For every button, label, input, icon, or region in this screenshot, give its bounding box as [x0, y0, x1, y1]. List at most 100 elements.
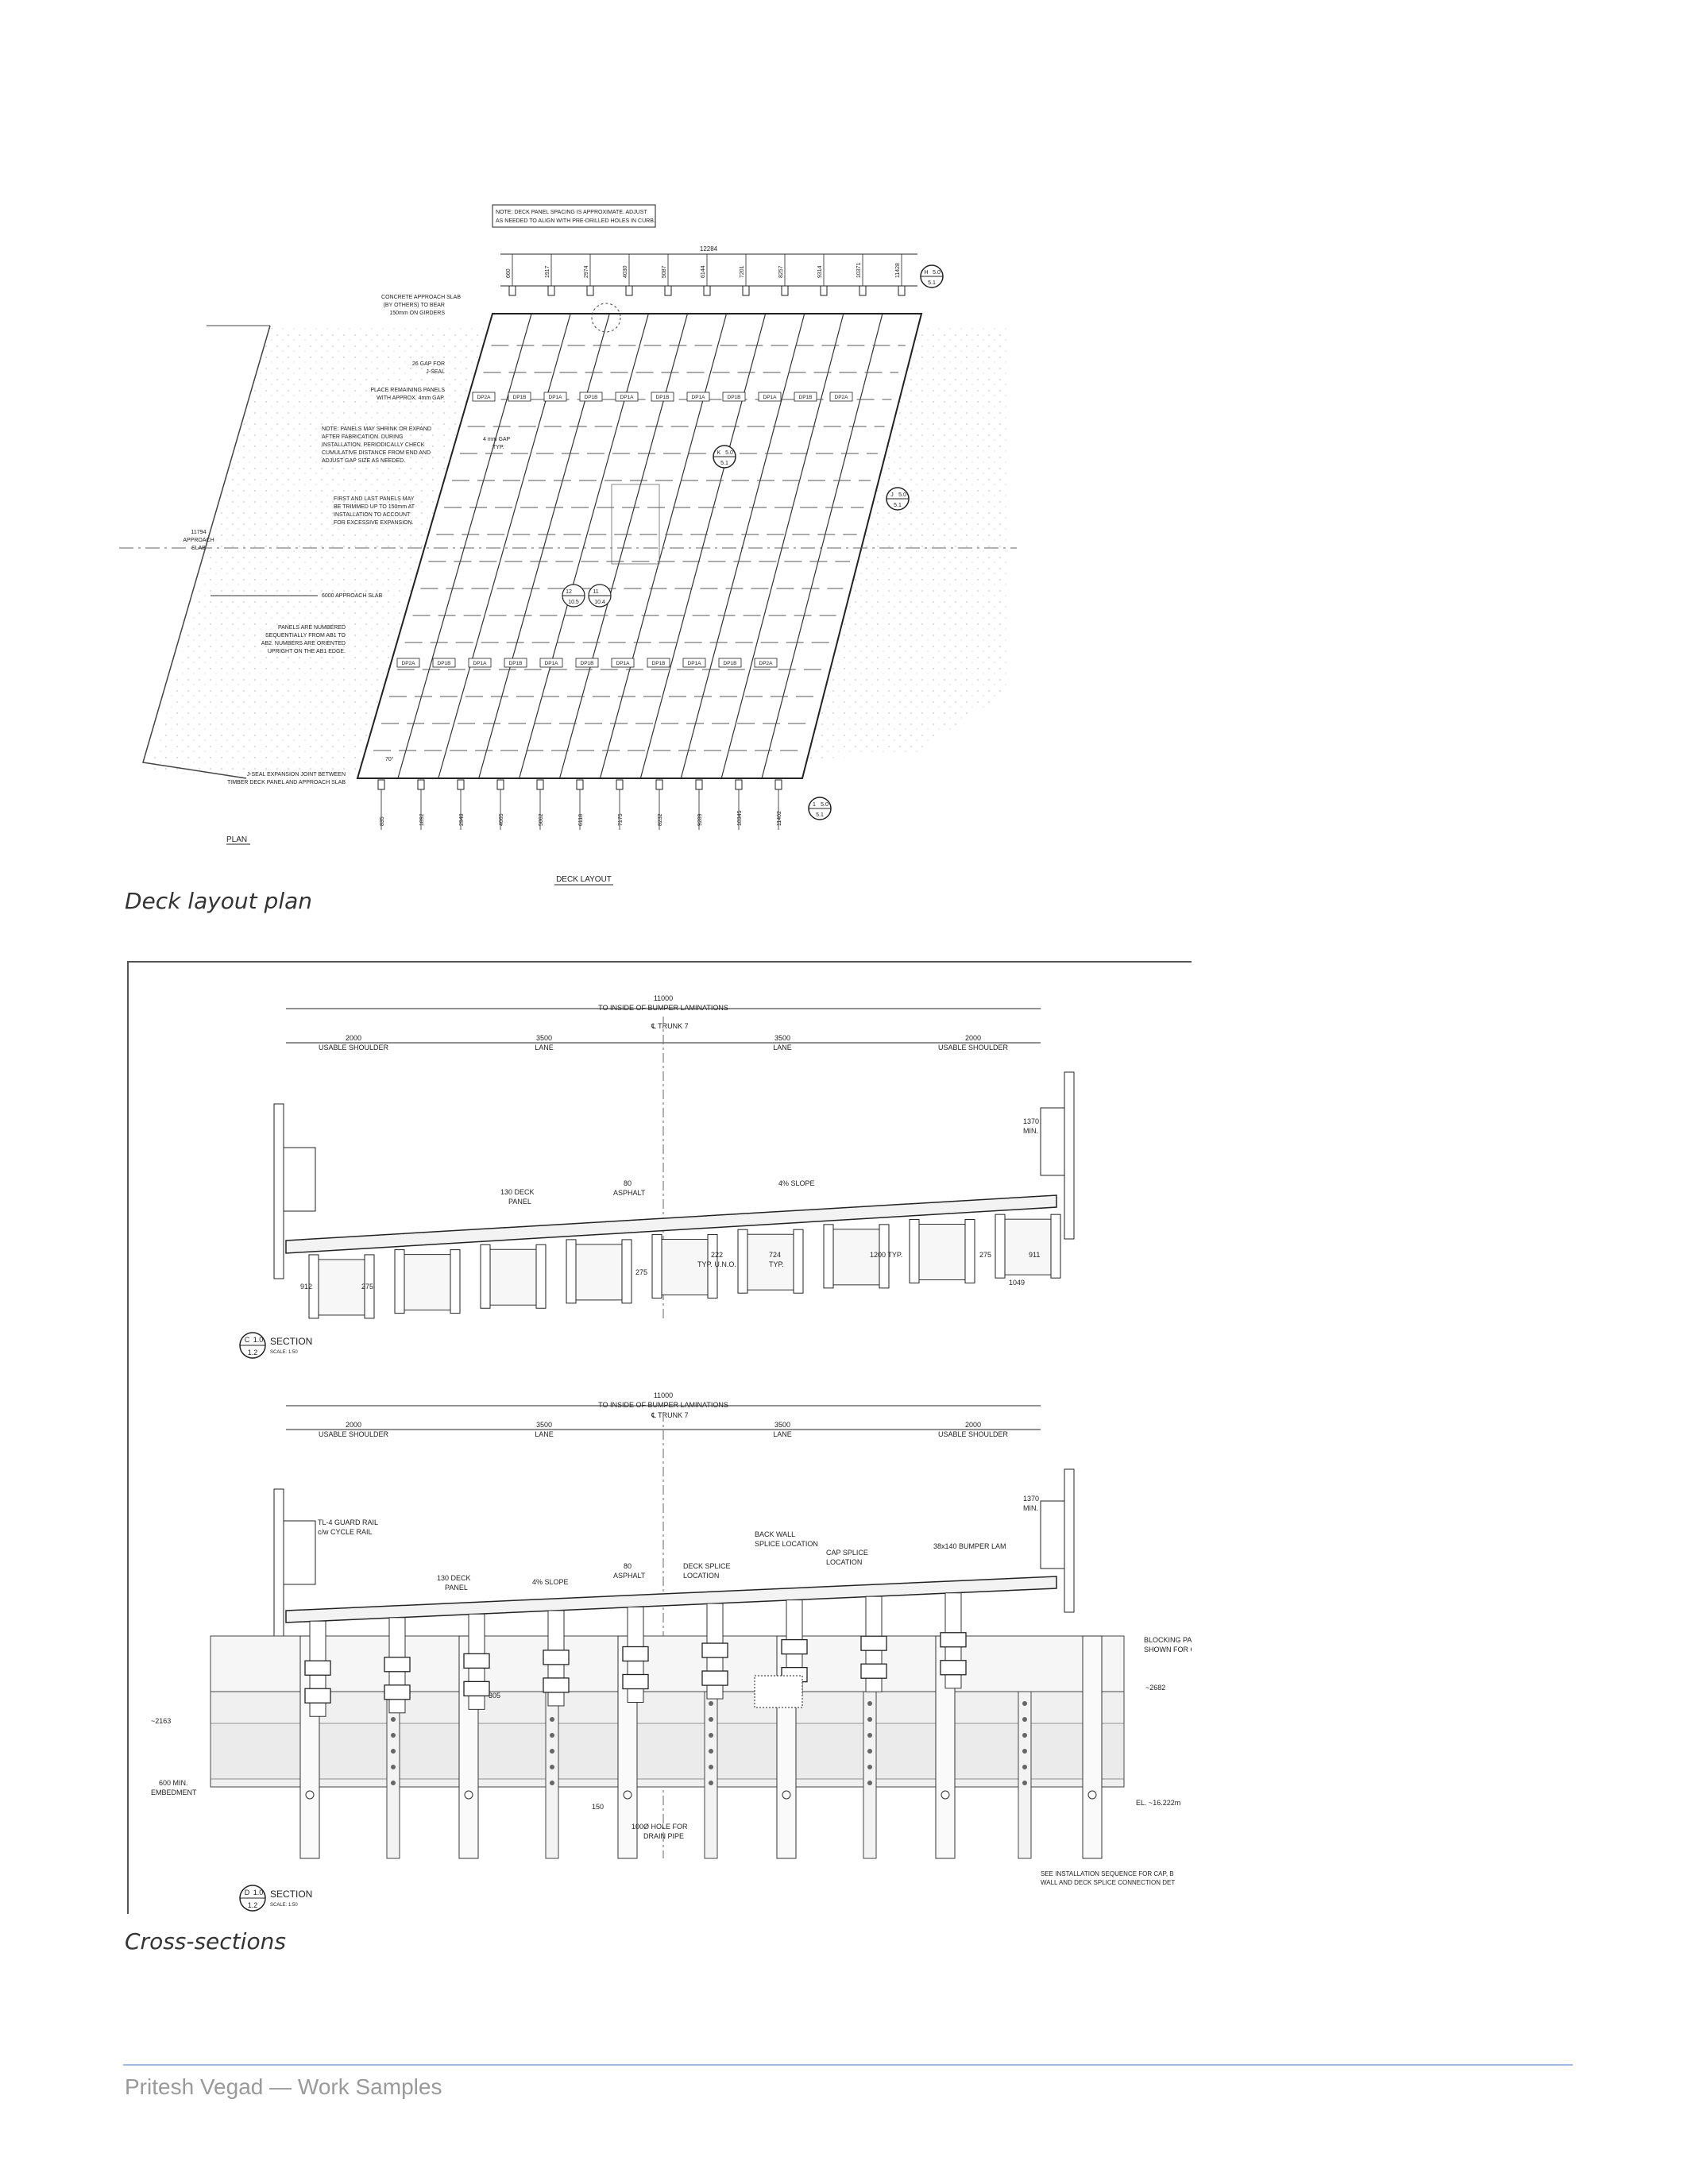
top-dimension: 5087: [662, 265, 667, 278]
note-place-2: WITH APPROX. 4mm GAP.: [377, 396, 445, 401]
note-shrink-1: NOTE: PANELS MAY SHRINK OR EXPAND: [322, 426, 431, 432]
section-c-dim-275c: 275: [979, 1251, 991, 1259]
top-dimension: 1917: [545, 265, 550, 278]
section-d-deck-label-2: PANEL: [445, 1584, 468, 1592]
left-dim-1: 11794: [191, 530, 207, 535]
bottom-dimension: 8232: [658, 813, 663, 826]
panel-tag: DP1A: [620, 395, 635, 400]
panel-tag: DP2A: [477, 395, 492, 400]
section-c-lane-dim-2: 3500: [536, 1034, 552, 1042]
section-c-overall: 11000: [654, 994, 673, 1002]
section-d-lane-label-1: USABLE SHOULDER: [319, 1430, 389, 1438]
panel-tag: DP1B: [438, 661, 451, 666]
section-d-lane-label-4: USABLE SHOULDER: [938, 1430, 1009, 1438]
note-trim-1: FIRST AND LAST PANELS MAY: [334, 496, 415, 502]
note-concrete-1: CONCRETE APPROACH SLAB: [381, 295, 461, 300]
section-d-drain: 100Ø HOLE FOR: [632, 1823, 688, 1831]
section-c-rail-min: MIN.: [1023, 1127, 1038, 1135]
section-d-asphalt-dim: 80: [624, 1562, 632, 1570]
section-c-centerline: ℄ TRUNK 7: [651, 1022, 689, 1030]
section-c-dim-typ-uno: TYP. U.N.O.: [697, 1260, 736, 1268]
approach-slab-dim: 6000 APPROACH SLAB: [322, 593, 383, 599]
svg-text:10.4: 10.4: [594, 600, 605, 605]
section-d-sheet: 1.2: [248, 1901, 258, 1909]
section-c-dim-275a: 275: [361, 1283, 373, 1291]
note-shrink-3: INSTALLATION, PERIODICALLY CHECK: [322, 442, 425, 448]
note-gap-1: 26 GAP FOR: [412, 361, 445, 367]
svg-text:5.1: 5.1: [928, 280, 936, 286]
note-trim-2: BE TRIMMED UP TO 150mm AT: [334, 504, 415, 510]
section-d-lane-dim-3: 3500: [774, 1421, 790, 1429]
section-c-dim-1049: 1049: [1009, 1279, 1025, 1287]
section-mark-k: K 5.0 5.1: [713, 445, 736, 469]
section-d-centerline: ℄ TRUNK 7: [651, 1411, 689, 1419]
panel-tag: DP1A: [692, 395, 706, 400]
left-dim-2: APPROACH: [183, 538, 214, 543]
panel-tag: DP1B: [656, 395, 670, 400]
svg-text:12: 12: [566, 589, 572, 595]
overall-dimension: 12284: [700, 245, 718, 253]
section-c-asphalt-dim: 80: [624, 1179, 632, 1187]
note-top-line-2: AS NEEDED TO ALIGN WITH PRE-DRILLED HOLE…: [496, 218, 655, 224]
svg-text:5.1: 5.1: [894, 503, 902, 508]
top-dimension: 8257: [778, 265, 784, 278]
note-gap-2: J-SEAL: [426, 369, 445, 375]
footer-divider: [123, 2064, 1573, 2066]
panel-tag: DP2A: [402, 661, 416, 666]
panel-tag: DP2A: [835, 395, 849, 400]
figure-caption-deck-layout: Deck layout plan: [125, 888, 313, 914]
section-d-embedment: 600 MIN.: [159, 1779, 188, 1787]
left-dim-3: SLAB: [191, 546, 206, 551]
panel-tag: DP1B: [513, 395, 527, 400]
section-d-dim-150: 150: [592, 1803, 604, 1811]
section-d-cap-splice-2: LOCATION: [826, 1558, 862, 1566]
bottom-dimension: 7175: [618, 813, 624, 826]
section-c-lane-label-3: LANE: [773, 1044, 792, 1051]
cross-sections-drawing: 11000 TO INSIDE OF BUMPER LAMINATIONS 20…: [127, 961, 1192, 1914]
panel-tag: DP1B: [724, 661, 737, 666]
section-c-dim-222: 222: [711, 1251, 723, 1259]
section-d-back-wall: BACK WALL: [755, 1530, 795, 1538]
panel-lines: [397, 313, 883, 779]
section-d: 11000 TO INSIDE OF BUMPER LAMINATIONS 20…: [151, 1391, 1192, 1912]
panel-tag: DP1A: [688, 661, 702, 666]
svg-text:1: 1: [813, 802, 816, 808]
bottom-dimension: 4005: [499, 813, 504, 826]
note-numbered-1: PANELS ARE NUMBERED: [278, 625, 346, 631]
svg-text:5.0: 5.0: [725, 450, 733, 456]
dashed-rows: [373, 345, 906, 751]
section-d-deck-label: 130 DECK: [437, 1574, 471, 1582]
top-dimension: 11428: [895, 263, 901, 278]
section-c-num: 1.0: [253, 1336, 264, 1344]
note-shrink-4: CUMULATIVE DISTANCE FROM END AND: [322, 450, 431, 456]
section-c-lane-label-4: USABLE SHOULDER: [938, 1044, 1009, 1051]
panel-tag: DP1B: [728, 395, 741, 400]
section-c-scale: SCALE: 1:50: [270, 1350, 298, 1355]
note-trim-4: FOR EXCESSIVE EXPANSION.: [334, 520, 414, 526]
panel-tag: DP1A: [763, 395, 778, 400]
section-d-blocking: BLOCKING PAN: [1144, 1636, 1192, 1644]
section-d-install-note: SEE INSTALLATION SEQUENCE FOR CAP, B: [1041, 1870, 1174, 1877]
panel-tag: DP1B: [652, 661, 666, 666]
section-d-title: SECTION: [270, 1889, 312, 1900]
bottom-dimension: 835: [380, 816, 385, 826]
section-d-lane-dim-4: 2000: [965, 1421, 981, 1429]
section-c-title: SECTION: [270, 1336, 312, 1347]
svg-text:5.0: 5.0: [821, 802, 829, 808]
panel-tag: DP1B: [581, 661, 594, 666]
section-c-dim-911: 911: [1029, 1251, 1040, 1259]
section-d-letter: D: [245, 1889, 250, 1897]
section-c-overall-label: TO INSIDE OF BUMPER LAMINATIONS: [598, 1004, 728, 1012]
section-d-dim-305: 305: [489, 1692, 500, 1700]
section-d-blocking-2: SHOWN FOR C: [1144, 1646, 1192, 1653]
note-concrete-3: 150mm ON GIRDERS: [389, 311, 445, 316]
section-d-overall: 11000: [654, 1391, 673, 1399]
top-dimension: 2974: [584, 265, 589, 278]
section-c-dim-724: 724: [769, 1251, 781, 1259]
top-dimension: 10371: [856, 262, 862, 278]
section-c-lane-dim-4: 2000: [965, 1034, 981, 1042]
bottom-dimension: 1892: [419, 813, 425, 826]
top-dimension: 7201: [740, 265, 745, 278]
